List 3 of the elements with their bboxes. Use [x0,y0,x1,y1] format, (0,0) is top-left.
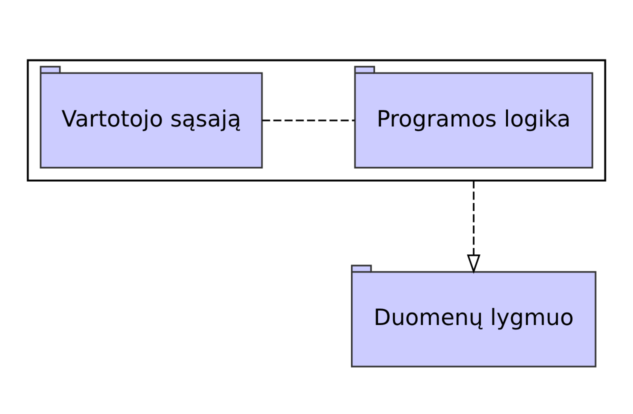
arrow [466,180,480,274]
cluster [26,59,606,182]
connector [262,120,355,122]
